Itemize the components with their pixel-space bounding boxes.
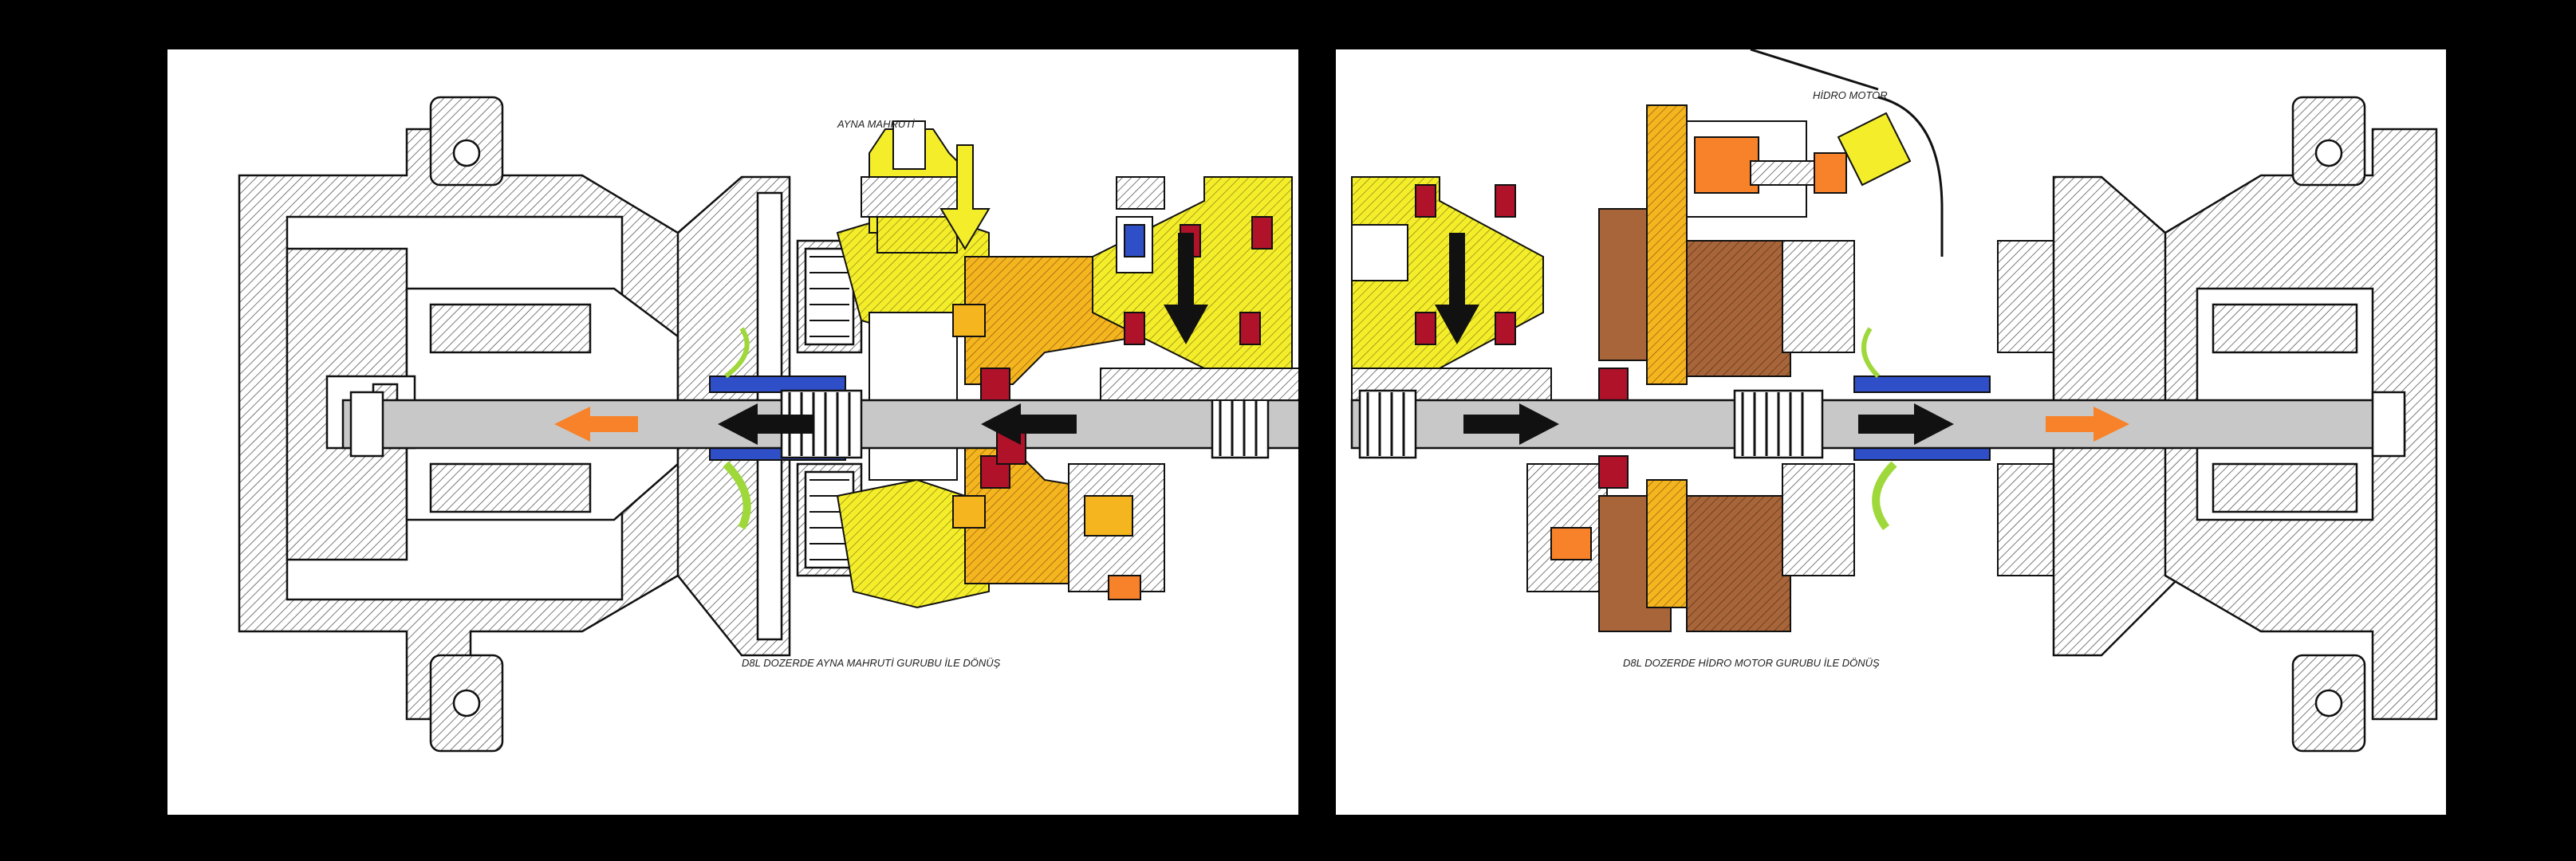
hydro-motor-housing: [1598, 49, 1944, 632]
drive-shaft: [341, 389, 1298, 459]
ring-gear-assembly: [1351, 176, 1629, 592]
right-diagram-caption: D8L DOZERDE HİDRO MOTOR GURUBU İLE DÖNÜŞ: [1623, 657, 1880, 669]
left-diagram-caption: D8L DOZERDE AYNA MAHRUTİ GURUBU İLE DÖNÜ…: [742, 657, 1001, 669]
arrow-right-icon: [2046, 407, 2129, 442]
arrow-down-icon: [1164, 233, 1208, 344]
arrow-down-icon: [939, 144, 991, 250]
arrow-left-icon: [554, 407, 638, 442]
left-diagram-panel: AYNA MAHRUTİ D8L DOZERDE AYNA MAHRUTİ GU…: [167, 49, 1298, 815]
right-diagram-panel: HİDRO MOTOR D8L DOZERDE HİDRO MOTOR GURU…: [1336, 49, 2446, 815]
arrow-left-icon: [981, 403, 1077, 445]
clutch-pack: [1782, 240, 2062, 576]
arrow-right-icon: [1463, 403, 1559, 445]
arrow-right-icon: [1858, 403, 1954, 445]
arrow-left-icon: [718, 403, 813, 445]
hidro-motor-label: HİDRO MOTOR: [1813, 89, 1888, 101]
right-drivetrain-diagram: [1350, 49, 2438, 753]
arrow-down-icon: [1435, 233, 1479, 344]
ayna-mahruti-label: AYNA MAHRUTİ: [837, 118, 915, 130]
left-drivetrain-diagram: [238, 96, 1298, 753]
